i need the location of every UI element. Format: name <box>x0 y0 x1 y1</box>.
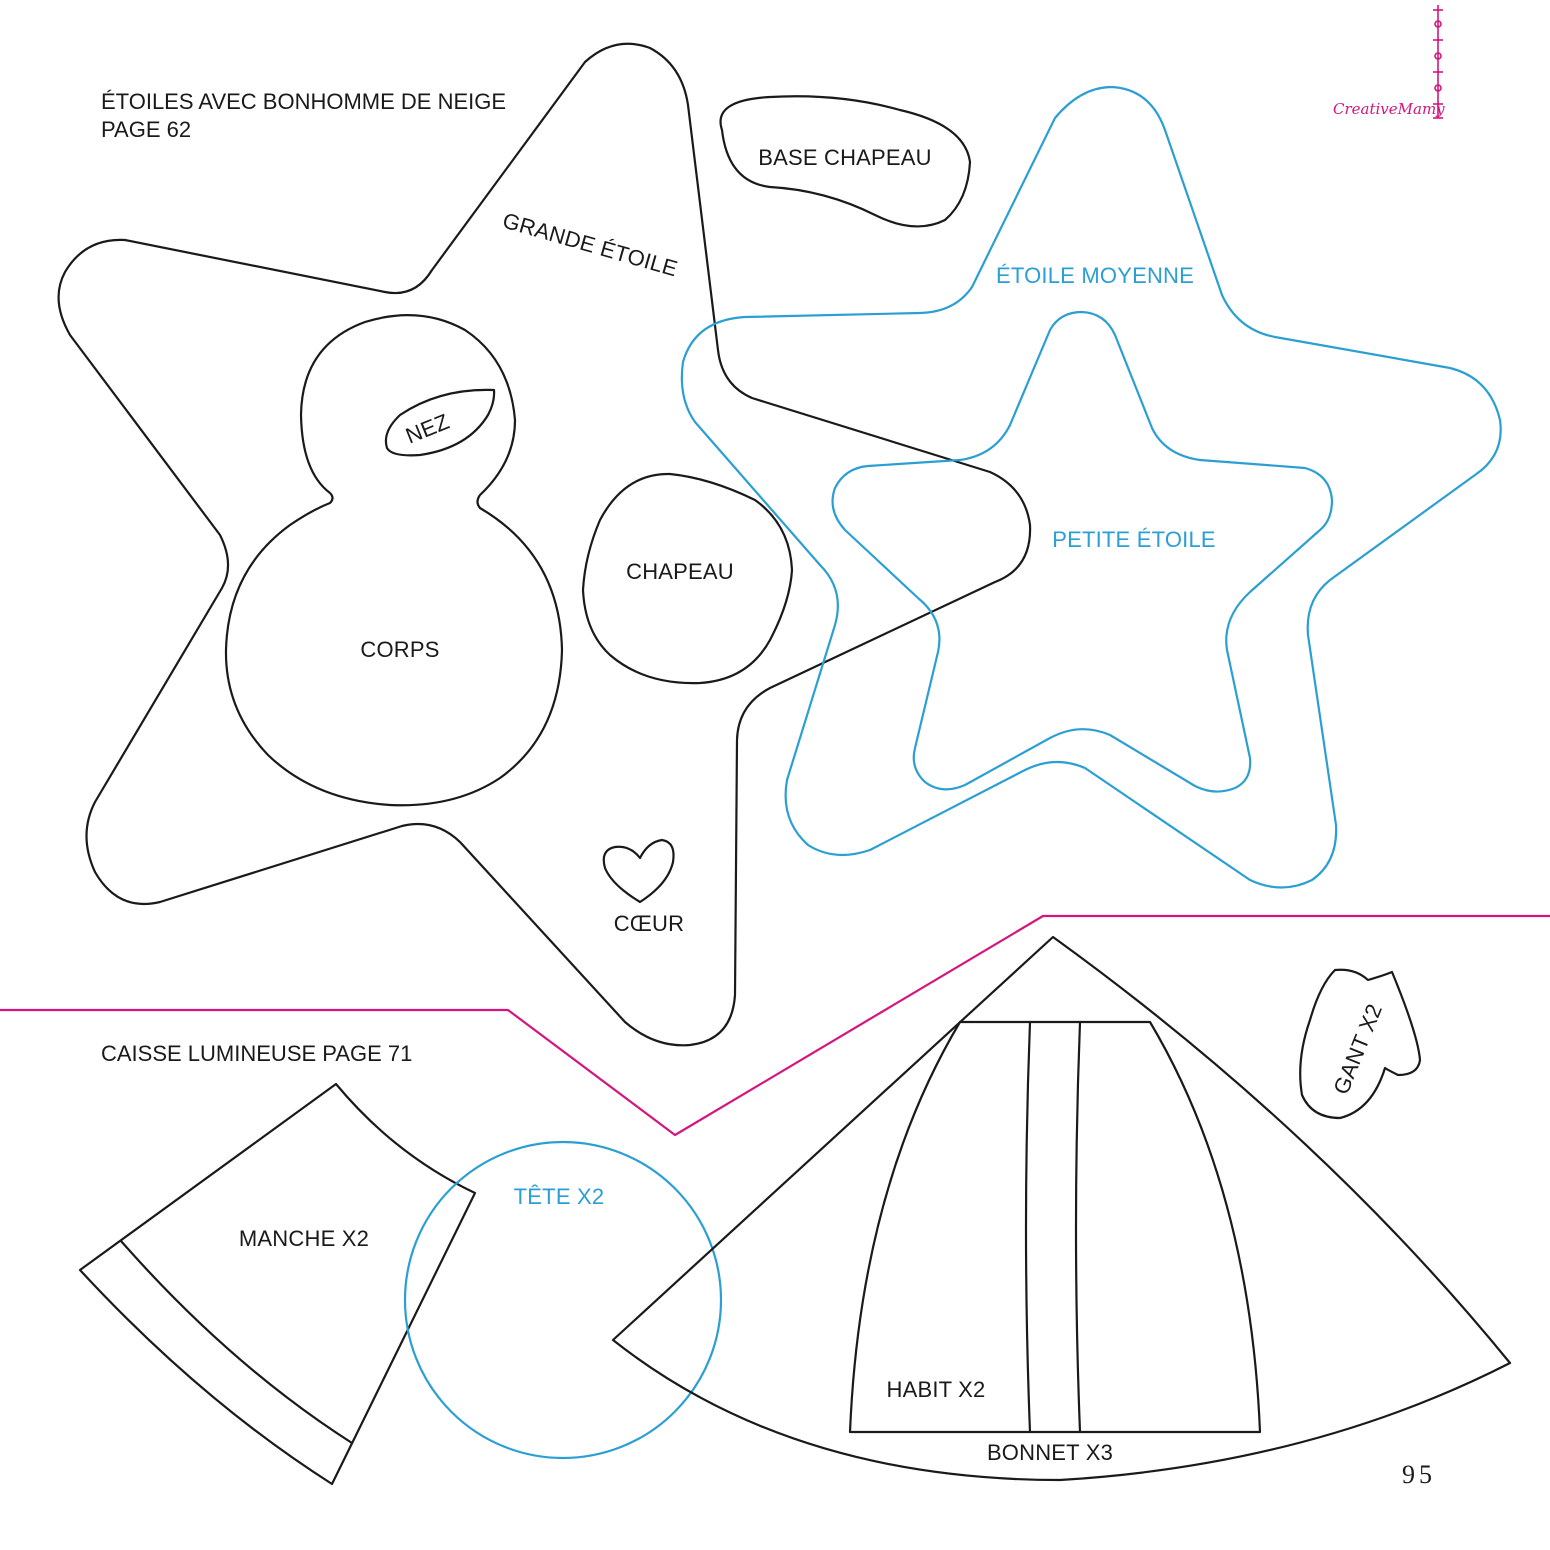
page-number: 95 <box>1402 1460 1436 1489</box>
section-divider-line <box>0 914 1550 1137</box>
habit-placket-right <box>1074 1020 1082 1434</box>
label-tete: TÊTE X2 <box>514 1184 605 1209</box>
corps-shape <box>224 314 564 807</box>
gant-shape <box>1299 968 1422 1120</box>
coeur-shape <box>602 838 675 904</box>
manche-shape <box>78 1082 477 1486</box>
habit-shape <box>848 1020 1262 1434</box>
label-etoile-moyenne: ÉTOILE MOYENNE <box>996 263 1194 288</box>
etoile-moyenne-shape <box>680 85 1502 889</box>
base-chapeau-shape <box>719 95 972 228</box>
label-habit: HABIT X2 <box>886 1377 985 1402</box>
chapeau-shape <box>581 472 794 685</box>
brand-ornament-icon <box>1433 5 1443 119</box>
label-coeur: CŒUR <box>614 911 684 936</box>
label-chapeau: CHAPEAU <box>626 559 734 584</box>
nez-shape <box>384 388 496 457</box>
label-bonnet: BONNET X3 <box>987 1440 1113 1465</box>
box-section-title: CAISSE LUMINEUSE PAGE 71 <box>101 1041 413 1066</box>
stars-section-title: ÉTOILES AVEC BONHOMME DE NEIGE PAGE 62 <box>101 88 506 144</box>
grande-etoile-shape <box>57 42 1032 1047</box>
label-grande-etoile: GRANDE ÉTOILE <box>500 208 681 282</box>
stars-section-title-line2: PAGE 62 <box>101 117 192 142</box>
stars-section-title-line1: ÉTOILES AVEC BONHOMME DE NEIGE <box>101 89 507 114</box>
bonnet-shape <box>611 935 1512 1482</box>
label-manche: MANCHE X2 <box>239 1226 369 1251</box>
label-base-chapeau: BASE CHAPEAU <box>758 145 932 170</box>
label-nez: NEZ <box>402 409 453 449</box>
petite-etoile-shape <box>831 310 1334 793</box>
manche-cuff-line <box>119 1239 354 1445</box>
label-corps: CORPS <box>360 637 439 662</box>
label-petite-etoile: PETITE ÉTOILE <box>1052 527 1216 552</box>
tete-shape <box>403 1140 723 1460</box>
brand-logo: CreativeMamy <box>1333 100 1445 118</box>
habit-placket-left <box>1024 1020 1032 1434</box>
